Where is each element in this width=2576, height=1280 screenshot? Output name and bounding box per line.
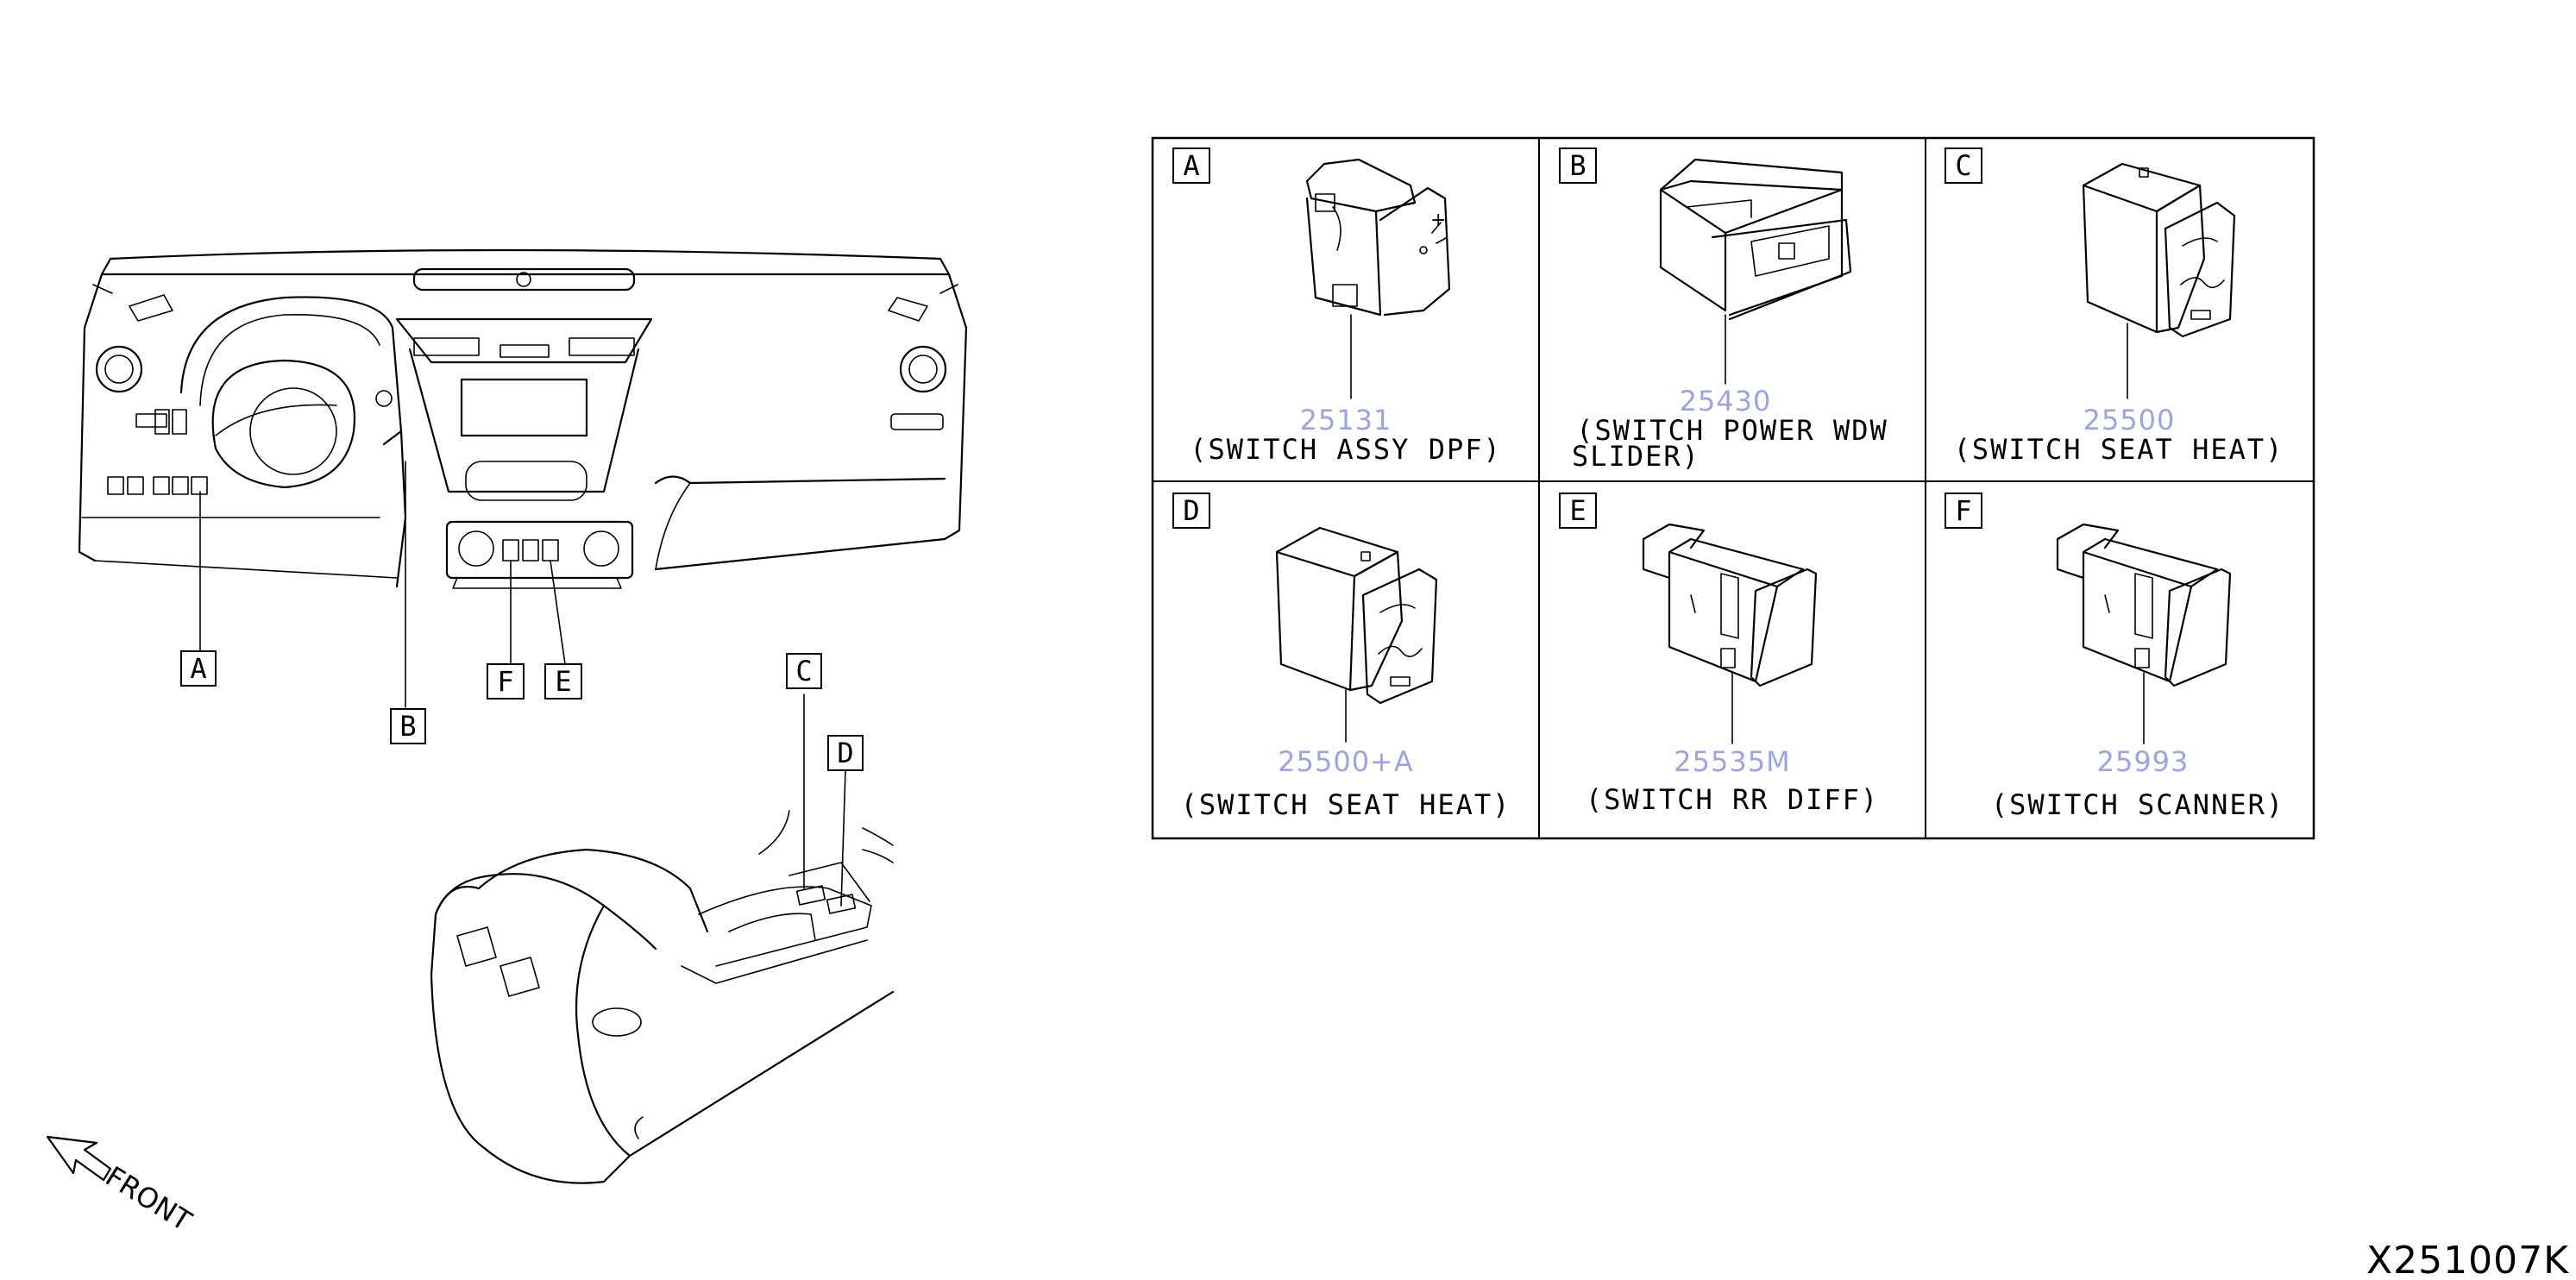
part-label: D bbox=[1183, 494, 1199, 527]
dashboard-illustration bbox=[78, 248, 968, 708]
part-description: (SWITCH SCANNER) bbox=[1991, 788, 2284, 821]
callout-f: F bbox=[497, 665, 513, 698]
part-label: B bbox=[1569, 149, 1586, 182]
part-number: 25993 bbox=[2097, 745, 2190, 778]
part-number: 25430 bbox=[1680, 385, 1772, 417]
part-cell-b: B 25430 (SWITCH POWER WDW SLIDER) bbox=[1559, 147, 1888, 473]
front-arrow: FRONT bbox=[46, 1135, 198, 1238]
callout-d: D bbox=[837, 737, 853, 769]
switch-assy-dpf-illustration: + bbox=[1305, 158, 1451, 317]
center-console-illustration bbox=[430, 693, 895, 1184]
callout-b: B bbox=[399, 710, 416, 743]
svg-text:+: + bbox=[1430, 210, 1446, 231]
part-number: 25500+A bbox=[1278, 745, 1414, 778]
part-number: 25131 bbox=[1300, 404, 1392, 436]
callout-boxes: A B C D E F bbox=[180, 650, 864, 771]
part-description: (SWITCH SEAT HEAT) bbox=[1181, 788, 1511, 821]
part-cell-c: C 25500 (SWITCH SEAT HEAT) bbox=[1945, 147, 2284, 466]
part-label: C bbox=[1955, 149, 1971, 182]
part-cell-f: F 25993 (SWITCH SCANNER) bbox=[1945, 493, 2284, 821]
part-cell-e: E 25535M (SWITCH RR DIFF) bbox=[1559, 493, 1879, 816]
part-label: F bbox=[1955, 494, 1971, 527]
parts-table: A + 25131 (SWITCH ASSY DPF) B bbox=[1151, 136, 2315, 840]
callout-e: E bbox=[555, 665, 571, 698]
callout-c: C bbox=[795, 655, 812, 687]
part-cell-a: A + 25131 (SWITCH ASSY DPF) bbox=[1172, 147, 1502, 466]
part-label: A bbox=[1183, 149, 1199, 182]
switch-scanner-illustration bbox=[2056, 523, 2232, 687]
part-description: (SWITCH SEAT HEAT) bbox=[1954, 433, 2284, 466]
part-number: 25500 bbox=[2083, 404, 2176, 436]
callout-a: A bbox=[190, 652, 206, 685]
part-cell-d: D 25500+A (SWITCH SEAT HEAT) bbox=[1172, 493, 1511, 821]
front-label: FRONT bbox=[100, 1160, 198, 1238]
part-number: 25535M bbox=[1674, 745, 1790, 778]
part-label: E bbox=[1569, 494, 1586, 527]
switch-seat-heat-illustration-d bbox=[1275, 526, 1438, 705]
part-description-line-2: SLIDER) bbox=[1572, 440, 1700, 473]
part-description-line-1: (SWITCH POWER WDW bbox=[1576, 414, 1888, 447]
part-description: (SWITCH ASSY DPF) bbox=[1190, 433, 1502, 466]
switch-seat-heat-illustration-c bbox=[2082, 162, 2236, 338]
switch-rr-diff-illustration bbox=[1642, 523, 1818, 687]
drawing-code: X251007K bbox=[2366, 1239, 2569, 1280]
switch-power-wdw-illustration bbox=[1659, 158, 1852, 321]
part-description: (SWITCH RR DIFF) bbox=[1586, 783, 1879, 816]
